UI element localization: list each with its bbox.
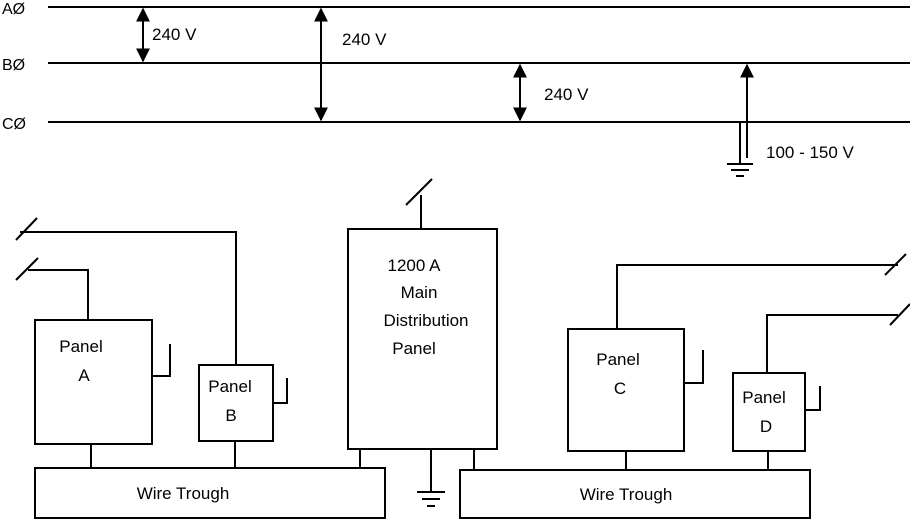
panel-d-ground-lead bbox=[805, 386, 821, 411]
voltage-ab-label: 240 V bbox=[152, 25, 197, 44]
main-panel-label-2: Main bbox=[401, 283, 438, 302]
panel-c-box bbox=[567, 328, 685, 452]
panel-c-label-2: C bbox=[614, 379, 626, 398]
feeder-a-slash bbox=[15, 257, 39, 281]
panel-b-ground-lead bbox=[273, 378, 288, 404]
wire-trough-left-label: Wire Trough bbox=[137, 484, 230, 503]
panel-a-label-1: Panel bbox=[59, 337, 102, 356]
panel-a-box bbox=[34, 319, 153, 445]
feeder-b-slash bbox=[15, 217, 38, 241]
main-panel-box bbox=[347, 228, 498, 450]
panel-c-label-1: Panel bbox=[596, 350, 639, 369]
wire-trough-left bbox=[34, 467, 386, 519]
wire-trough-right-label: Wire Trough bbox=[580, 485, 673, 504]
voltage-ac-label: 240 V bbox=[342, 30, 387, 49]
panel-a-label-2: A bbox=[78, 366, 90, 385]
panel-d-label-1: Panel bbox=[742, 388, 785, 407]
panel-a-ground-lead bbox=[152, 344, 171, 377]
panel-b-label-1: Panel bbox=[208, 377, 251, 396]
main-ground-icon bbox=[417, 449, 445, 507]
phase-c-label: CØ bbox=[2, 116, 26, 133]
feeder-d-slash bbox=[889, 303, 910, 326]
feeder-panel-a bbox=[28, 269, 89, 320]
feeder-panel-d bbox=[766, 314, 898, 373]
panel-b-label-2: B bbox=[225, 406, 236, 425]
main-panel-label-4: Panel bbox=[392, 339, 435, 358]
ground-icon bbox=[727, 122, 753, 177]
phase-a-label: AØ bbox=[2, 1, 25, 18]
panel-d-box bbox=[732, 372, 806, 452]
feeder-panel-c bbox=[616, 264, 898, 329]
panel-c-ground-lead bbox=[684, 350, 704, 384]
main-panel-label-3: Distribution bbox=[383, 311, 468, 330]
feeder-main-slash bbox=[405, 178, 433, 206]
main-panel-label-1: 1200 A bbox=[388, 256, 442, 275]
voltage-bc-label: 240 V bbox=[544, 85, 589, 104]
voltage-c-ground-label: 100 - 150 V bbox=[766, 143, 855, 162]
feeder-panel-b bbox=[20, 231, 237, 365]
feeder-c-slash bbox=[884, 253, 907, 276]
wire-trough-right bbox=[459, 469, 811, 519]
phase-b-label: BØ bbox=[2, 57, 25, 74]
panel-d-label-2: D bbox=[760, 417, 772, 436]
